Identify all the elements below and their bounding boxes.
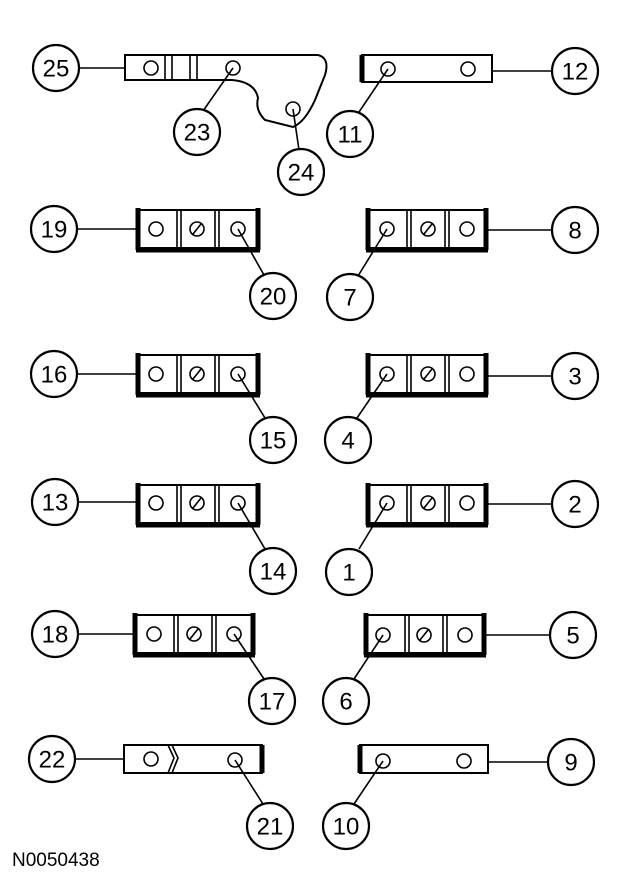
svg-text:5: 5 xyxy=(566,623,579,650)
callout-10: 10 xyxy=(321,801,371,851)
callout-3: 3 xyxy=(550,351,600,401)
callout-4: 4 xyxy=(323,415,373,465)
svg-text:19: 19 xyxy=(41,217,68,244)
right-strap-bracket xyxy=(359,54,493,83)
callout-1: 1 xyxy=(324,547,374,597)
svg-text:18: 18 xyxy=(42,622,69,649)
strap-left-row6 xyxy=(123,744,265,774)
svg-text:6: 6 xyxy=(339,689,352,716)
svg-text:3: 3 xyxy=(568,364,581,391)
callout-12: 12 xyxy=(550,46,600,96)
svg-text:7: 7 xyxy=(343,285,356,312)
cap-right-row2 xyxy=(365,208,489,253)
svg-text:13: 13 xyxy=(42,490,69,517)
cap-left-row3 xyxy=(135,353,261,398)
cap-left-row5 xyxy=(132,613,256,658)
strap-right-row6 xyxy=(357,744,489,774)
svg-text:22: 22 xyxy=(39,747,66,774)
svg-text:12: 12 xyxy=(562,59,589,86)
callout-25: 25 xyxy=(31,43,81,93)
callout-22: 22 xyxy=(27,734,77,784)
callout-23: 23 xyxy=(172,107,222,157)
callout-16: 16 xyxy=(29,349,79,399)
cap-left-row2 xyxy=(135,208,261,253)
svg-text:2: 2 xyxy=(568,492,581,519)
callout-19: 19 xyxy=(29,204,79,254)
callout-17: 17 xyxy=(247,676,297,726)
svg-text:14: 14 xyxy=(260,559,287,586)
callout-7: 7 xyxy=(325,272,375,322)
svg-text:10: 10 xyxy=(333,814,360,841)
svg-text:4: 4 xyxy=(341,428,354,455)
callout-8: 8 xyxy=(550,205,600,255)
callout-15: 15 xyxy=(248,415,298,465)
svg-text:11: 11 xyxy=(338,122,363,149)
svg-text:9: 9 xyxy=(564,750,577,777)
callout-14: 14 xyxy=(248,546,298,596)
callout-6: 6 xyxy=(321,676,371,726)
cap-right-row5 xyxy=(363,613,487,658)
callout-13: 13 xyxy=(30,477,80,527)
callout-11: 11 xyxy=(325,109,375,159)
svg-text:25: 25 xyxy=(43,56,70,83)
callout-21: 21 xyxy=(245,801,295,851)
svg-text:21: 21 xyxy=(257,814,284,841)
callouts: 25 23 24 11 12 19 20 7 8 16 15 4 3 13 14… xyxy=(27,43,600,851)
cap-left-row4 xyxy=(135,483,261,528)
svg-text:15: 15 xyxy=(260,428,287,455)
callout-18: 18 xyxy=(30,609,80,659)
svg-text:20: 20 xyxy=(260,284,287,311)
svg-text:17: 17 xyxy=(259,689,286,716)
svg-text:16: 16 xyxy=(41,362,68,389)
callout-5: 5 xyxy=(548,610,598,660)
left-strap-bracket xyxy=(124,54,328,129)
figure-id: N0050438 xyxy=(12,850,100,871)
cap-right-row3 xyxy=(365,353,489,398)
svg-text:1: 1 xyxy=(342,560,355,587)
callout-9: 9 xyxy=(546,737,596,787)
svg-text:23: 23 xyxy=(184,120,211,147)
callout-24: 24 xyxy=(276,147,326,197)
svg-text:24: 24 xyxy=(288,160,315,187)
callout-20: 20 xyxy=(248,271,298,321)
leader-lines xyxy=(75,67,552,805)
cap-right-row4 xyxy=(365,483,489,528)
svg-text:8: 8 xyxy=(568,218,581,245)
callout-2: 2 xyxy=(550,479,600,529)
